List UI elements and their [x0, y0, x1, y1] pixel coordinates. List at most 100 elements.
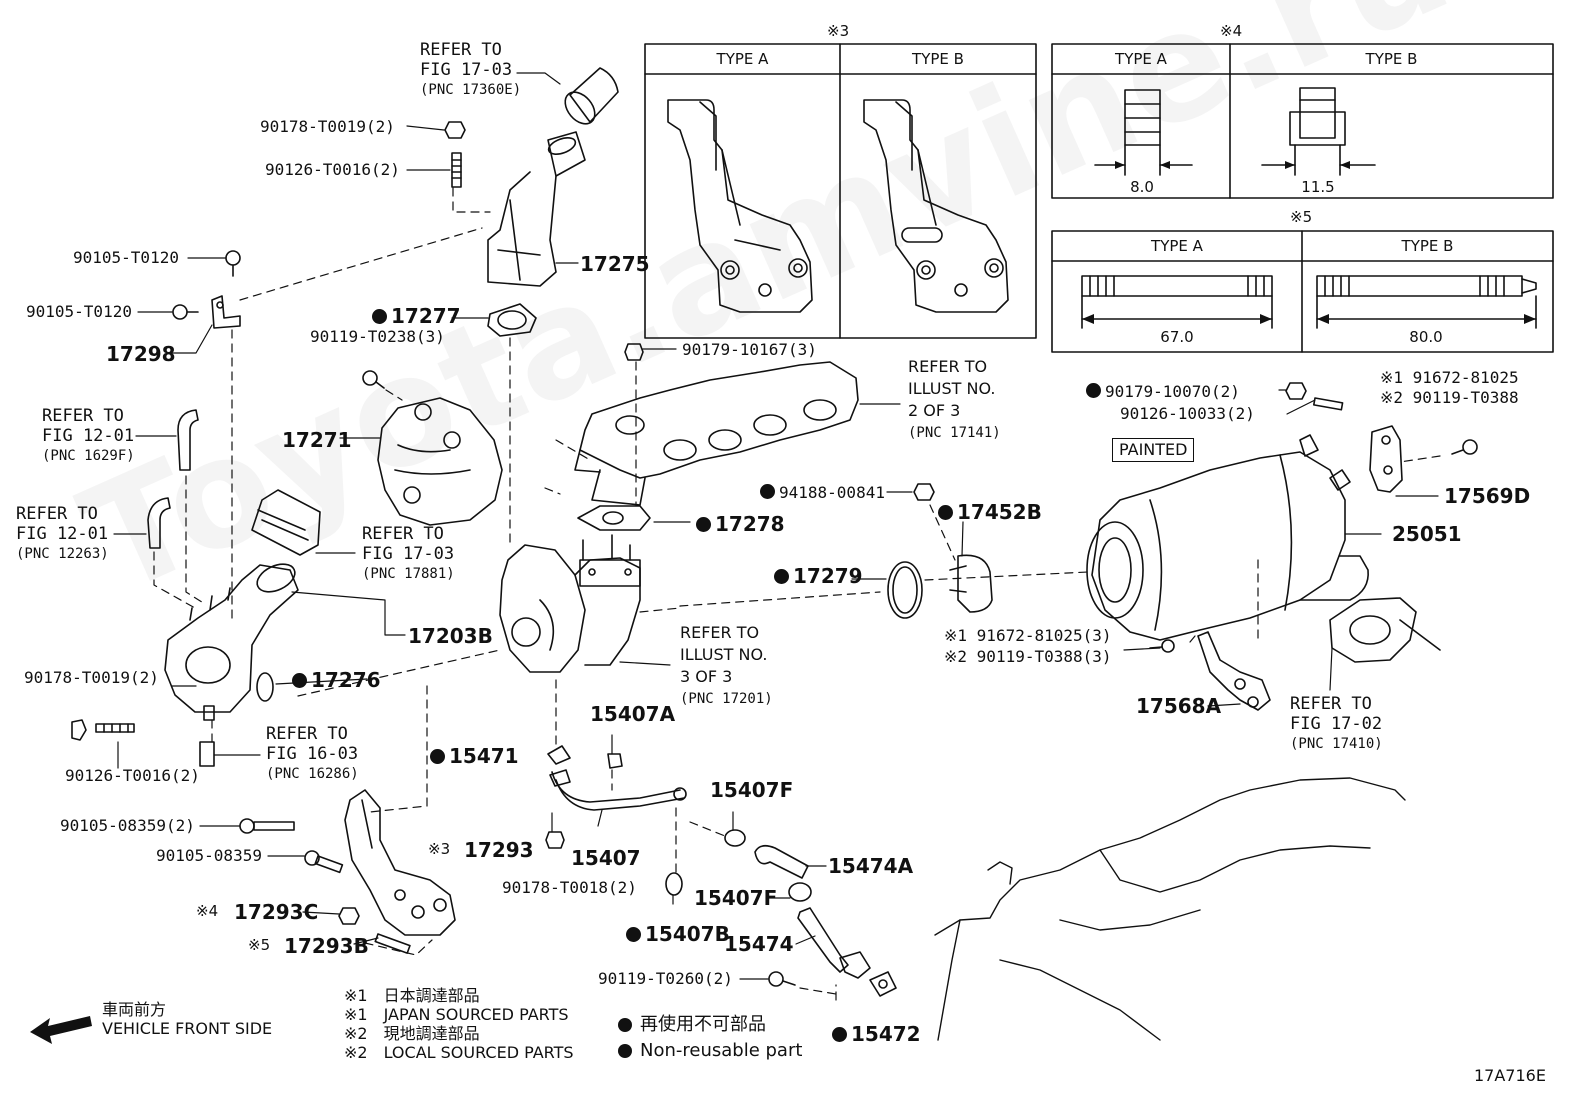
part-15471[interactable]: 15471 — [430, 746, 519, 766]
nut-a-dimension: 8.0 — [1130, 178, 1154, 196]
legend-japan-en: ※1 JAPAN SOURCED PARTS — [344, 1005, 569, 1024]
partno-90105-08359[interactable]: 90105-08359 — [156, 846, 262, 865]
part-17293[interactable]: 17293 — [464, 838, 534, 862]
nut-17293C — [338, 907, 360, 925]
nonreusable-jp-row: 再使用不可部品 — [618, 1012, 802, 1038]
ref-fig-12-01-1629F[interactable]: REFER TO FIG 12-01 (PNC 1629F) — [42, 406, 135, 466]
non-reusable-marker — [618, 1044, 632, 1058]
partno-90119-T0388-right[interactable]: ※2 90119-T0388 — [1380, 388, 1519, 407]
inlet-pipe-17275-drawing — [487, 131, 586, 287]
part-15407[interactable]: 15407 — [571, 846, 641, 870]
partno-90105-08359-2[interactable]: 90105-08359(2) — [60, 816, 195, 835]
nonreusable-en-row: Non-reusable part — [618, 1038, 802, 1064]
legend-japan-jp: ※1 日本調達部品 — [344, 986, 480, 1005]
part-17452B[interactable]: 17452B — [938, 502, 1042, 522]
part-15474[interactable]: 15474 — [724, 932, 794, 956]
bracket-17298-drawing — [211, 295, 241, 329]
gasket-15407B — [665, 872, 683, 896]
ref-line2: FIG 12-01 — [16, 524, 109, 544]
part-17293B[interactable]: 17293B — [284, 934, 369, 958]
box4-type-a-header: TYPE A — [1115, 50, 1167, 68]
part-17278[interactable]: 17278 — [696, 514, 785, 534]
bolt-90119-insulator — [362, 370, 385, 389]
non-reusable-marker — [938, 505, 953, 520]
box4-frame — [1051, 43, 1554, 199]
ref-pnc: (PNC 12263) — [16, 546, 109, 562]
part-17279[interactable]: 17279 — [774, 566, 863, 586]
ref-fig-17-03-17360E[interactable]: REFER TO FIG 17-03 (PNC 17360E) — [420, 40, 521, 100]
part-17293C[interactable]: 17293C — [234, 900, 319, 924]
partno-90105-T0120-a[interactable]: 90105-T0120 — [73, 248, 179, 267]
partno-90105-T0120-b[interactable]: 90105-T0120 — [26, 302, 132, 321]
partno-90179-10167[interactable]: 90179-10167(3) — [682, 340, 817, 359]
part-17271[interactable]: 17271 — [282, 428, 352, 452]
part-15472[interactable]: 15472 — [832, 1024, 921, 1044]
ref-fig-17-02-17410[interactable]: REFER TO FIG 17-02 (PNC 17410) — [1290, 694, 1383, 754]
ref-pnc: (PNC 17881) — [362, 566, 455, 582]
part-17569D[interactable]: 17569D — [1444, 484, 1531, 508]
ref-fig-16-03-16286[interactable]: REFER TO FIG 16-03 (PNC 16286) — [266, 724, 359, 784]
non-reusable-marker — [430, 749, 445, 764]
ref-illust-3-of-3[interactable]: REFER TO ILLUST NO. 3 OF 3 (PNC 17201) — [680, 622, 773, 710]
ref-line2: ILLUST NO. — [908, 379, 996, 398]
part-17298[interactable]: 17298 — [106, 342, 176, 366]
partno-90179-10070[interactable]: 90179-10070(2) — [1086, 383, 1240, 400]
bracket-type-b-drawing — [863, 99, 1009, 313]
partno-90178-T0018[interactable]: 90178-T0018(2) — [502, 878, 637, 897]
box5-type-a-header: TYPE A — [1151, 237, 1203, 255]
partno-90126-T0016-top[interactable]: 90126-T0016(2) — [265, 160, 400, 179]
exhaust-manifold-drawing — [574, 361, 859, 506]
part-15474A[interactable]: 15474A — [828, 854, 914, 878]
partno-90119-T0388-3[interactable]: ※2 90119-T0388(3) — [944, 647, 1112, 666]
ref-line2: FIG 16-03 — [266, 744, 359, 764]
part-label: 17277 — [391, 304, 461, 328]
partno-91672-81025-right[interactable]: ※1 91672-81025 — [1380, 368, 1519, 387]
gasket-17277-drawing — [487, 303, 537, 337]
partno-90126-T0016-left[interactable]: 90126-T0016(2) — [65, 766, 200, 785]
front-side-label: 車両前方 VEHICLE FRONT SIDE — [102, 1000, 272, 1038]
ref-pnc: (PNC 17201) — [680, 691, 773, 707]
part-17275[interactable]: 17275 — [580, 252, 650, 276]
nut-b-dimension: 11.5 — [1301, 178, 1335, 196]
stud-b-dimension: 80.0 — [1409, 328, 1443, 346]
part-17568A[interactable]: 17568A — [1136, 694, 1222, 718]
bolt-90105-08359-a — [239, 818, 295, 834]
partno-90178-T0019-top[interactable]: 90178-T0019(2) — [260, 117, 395, 136]
gasket-17278-drawing — [577, 505, 651, 531]
part-label: 15472 — [851, 1022, 921, 1046]
part-25051[interactable]: 25051 — [1392, 522, 1462, 546]
partno-90119-T0260[interactable]: 90119-T0260(2) — [598, 969, 733, 988]
ref-line2: FIG 17-03 — [420, 60, 513, 80]
bracket-type-a-drawing — [667, 99, 813, 313]
hose-17360E-drawing — [564, 67, 619, 125]
partno-94188-00841[interactable]: 94188-00841 — [760, 484, 885, 501]
gasket-17279-drawing — [887, 561, 923, 619]
part-15407B[interactable]: 15407B — [626, 924, 730, 944]
ref-line2: FIG 17-03 — [362, 544, 455, 564]
part-15407F-upper[interactable]: 15407F — [710, 778, 794, 802]
bolt-90119-T0388-right — [1451, 439, 1478, 455]
partno-91672-81025-3[interactable]: ※1 91672-81025(3) — [944, 626, 1112, 645]
part-15407F-lower[interactable]: 15407F — [694, 886, 778, 910]
front-side-en: VEHICLE FRONT SIDE — [102, 1019, 273, 1038]
ref-line1: REFER TO — [908, 357, 988, 376]
oil-pipe-15407-drawing — [547, 745, 687, 811]
part-15407A[interactable]: 15407A — [590, 702, 676, 726]
part-17203B[interactable]: 17203B — [408, 624, 493, 648]
partno-90126-10033[interactable]: 90126-10033(2) — [1120, 404, 1255, 423]
ref-fig-17-03-17881[interactable]: REFER TO FIG 17-03 (PNC 17881) — [362, 524, 455, 584]
ref-line2: FIG 17-02 — [1290, 714, 1383, 734]
part-17276[interactable]: 17276 — [292, 670, 381, 690]
ref-fig-12-01-12263[interactable]: REFER TO FIG 12-01 (PNC 12263) — [16, 504, 109, 564]
non-reusable-marker — [832, 1027, 847, 1042]
clip-15407F-1 — [724, 829, 746, 847]
ref-line1: REFER TO — [16, 504, 98, 524]
ref-illust-2-of-3[interactable]: REFER TO ILLUST NO. 2 OF 3 (PNC 17141) — [908, 356, 1001, 444]
front-arrow-drawing — [30, 1016, 92, 1044]
part-17277[interactable]: 17277 — [372, 306, 461, 326]
bracket-17569D-drawing — [1369, 425, 1403, 493]
partno-90119-T0238[interactable]: 90119-T0238(3) — [310, 327, 445, 346]
partno-90178-T0019-left[interactable]: 90178-T0019(2) — [24, 668, 159, 687]
elbow-17203B-drawing — [164, 563, 299, 721]
part-label: 17278 — [715, 512, 785, 536]
